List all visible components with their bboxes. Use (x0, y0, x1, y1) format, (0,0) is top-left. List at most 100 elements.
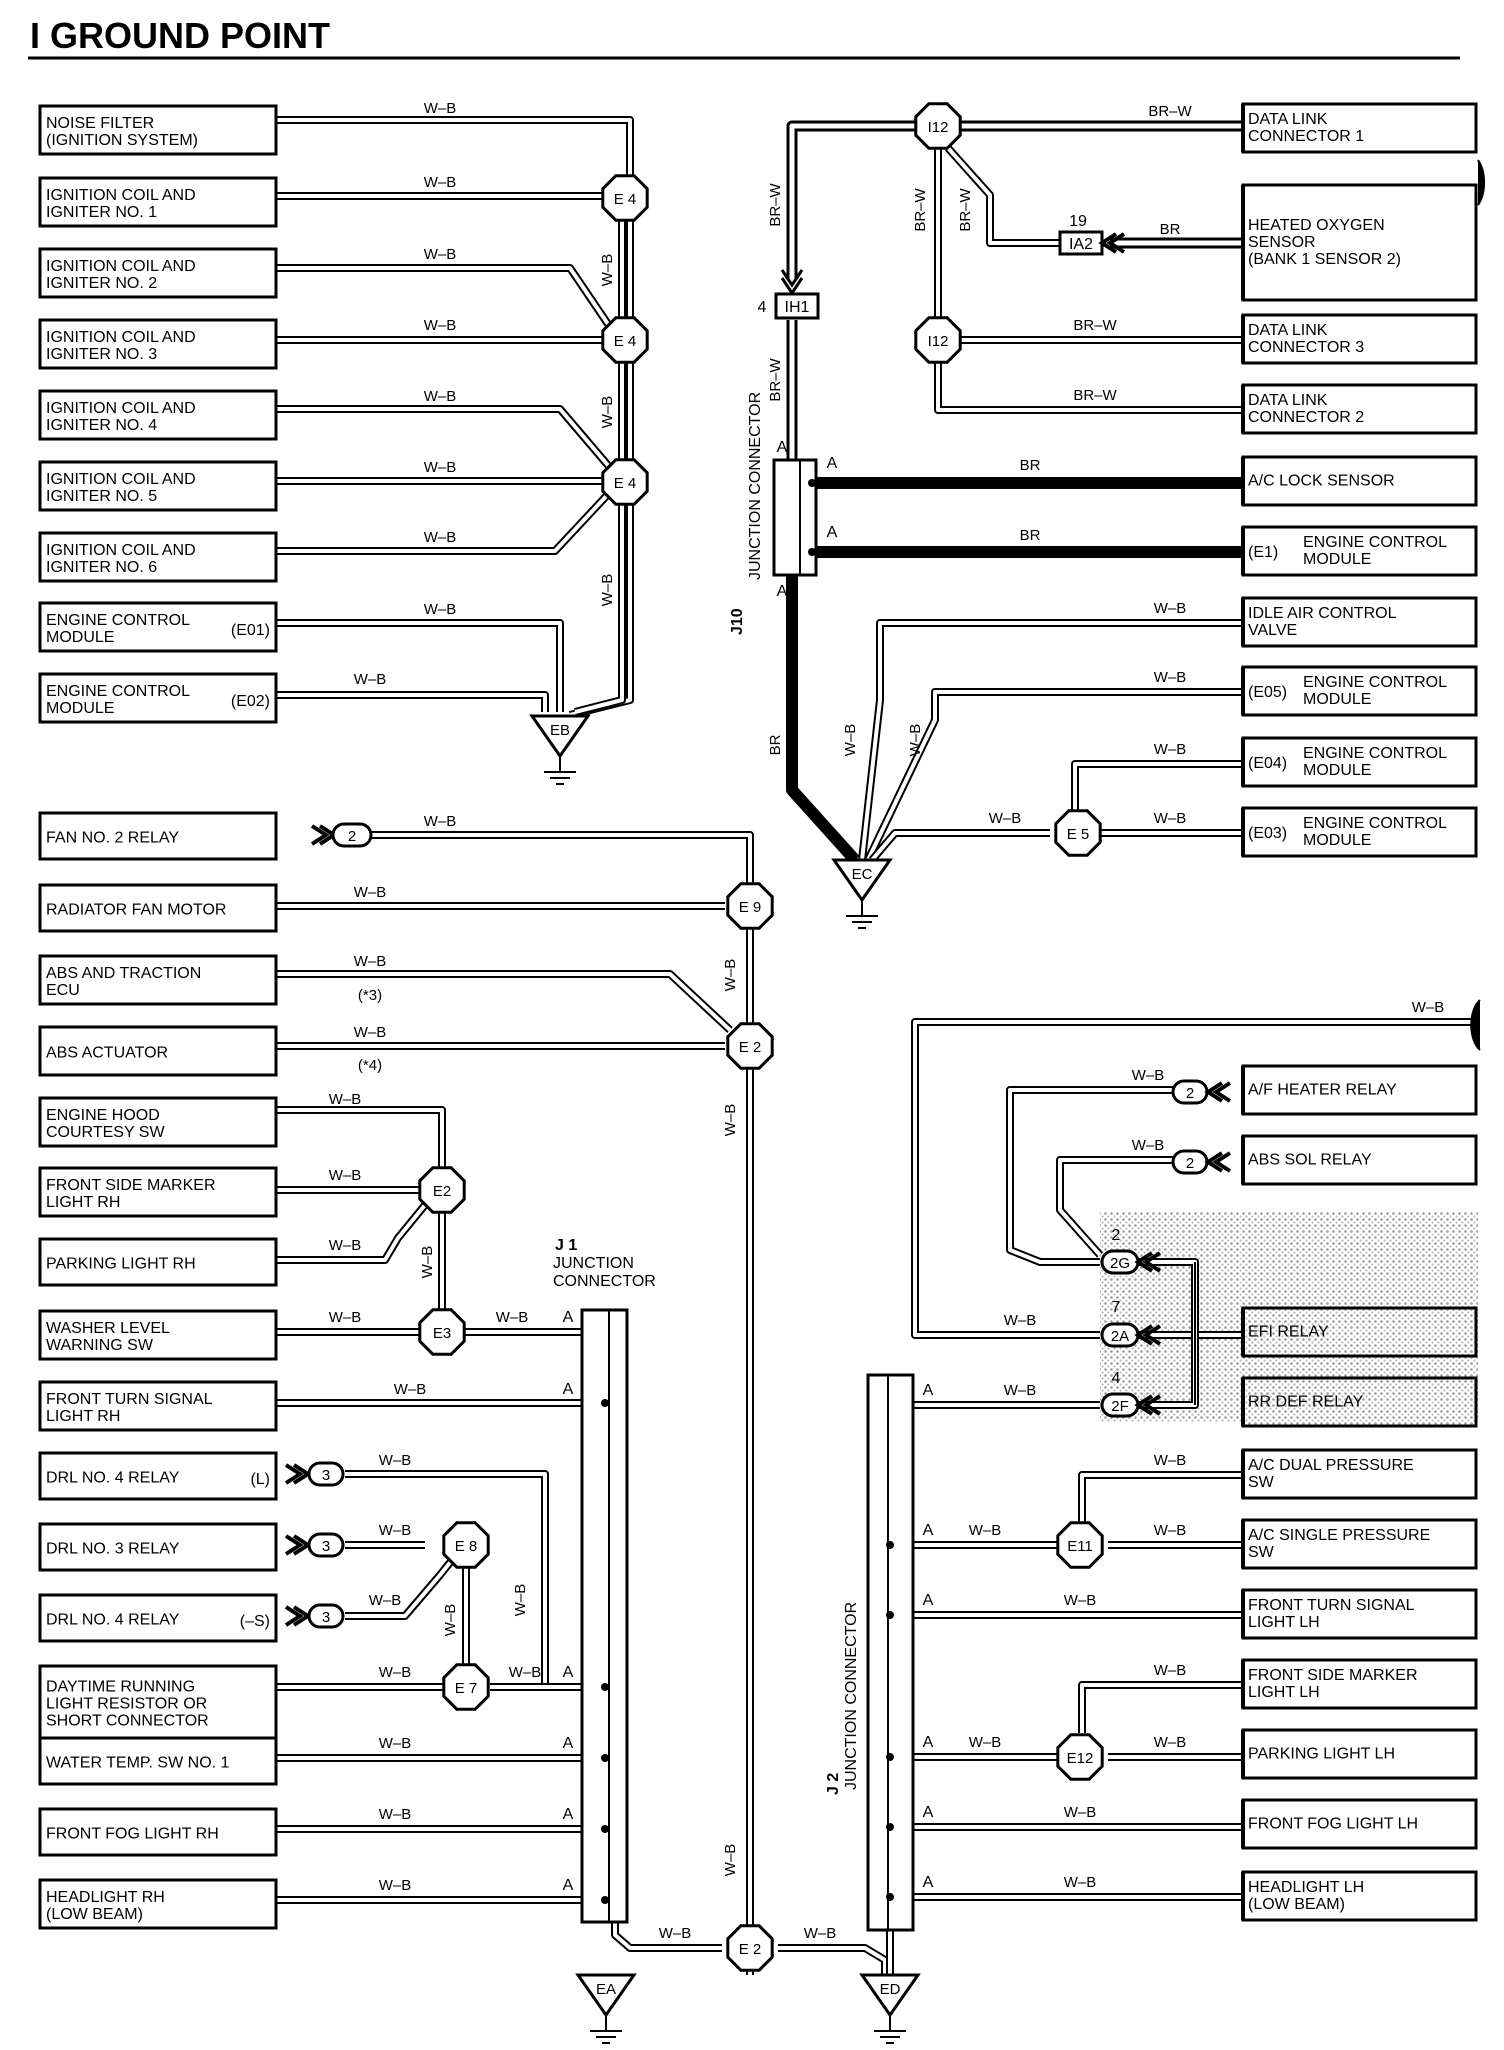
wire-color-label: W–B (424, 246, 457, 263)
wire-color-label: W–B (1154, 600, 1187, 617)
ground-eb: EB (529, 714, 591, 785)
wire-color-label: W–B (354, 884, 387, 901)
wire-color-label: W–B (424, 388, 457, 405)
wire-color-label: W–B (1132, 1137, 1165, 1154)
component-label: MODULE (1303, 832, 1371, 849)
pin-label: (E03) (1248, 825, 1287, 842)
connector-label: IA2 (1069, 236, 1093, 253)
ground-ec: EC (831, 858, 893, 929)
connector-2-afheater: 2 (1171, 1079, 1209, 1105)
wire-e5-ec (868, 829, 1050, 863)
junction-j10-label: JUNCTION CONNECTOR (747, 392, 764, 580)
component-label: IGNITION COIL AND (46, 187, 196, 204)
connector-label: IH1 (785, 299, 810, 316)
wire-color-label: W–B (969, 1734, 1002, 1751)
wire-drl4s (345, 1557, 456, 1620)
component-label: CONNECTOR 2 (1248, 409, 1364, 426)
splice-label: E 9 (739, 899, 762, 916)
wire-coil2 (276, 264, 616, 333)
component-label: WARNING SW (46, 1337, 154, 1354)
component-label: WATER TEMP. SW NO. 1 (46, 1755, 230, 1772)
wire-j10-ec (786, 575, 860, 865)
wire-abssol (1056, 1156, 1180, 1258)
splice-label: E 4 (614, 191, 637, 208)
component-label: IGNITER NO. 4 (46, 417, 157, 434)
junction-j2-id: J 2 (825, 1773, 842, 1795)
wire-abs-ecu (276, 970, 733, 1033)
wire-ecm-e04 (1071, 760, 1243, 812)
component-label: HEATED OXYGEN (1248, 217, 1385, 234)
splice-label: E2 (433, 1183, 451, 1200)
pin-label: (E05) (1248, 684, 1287, 701)
connector-label: 2F (1111, 1398, 1129, 1415)
component-label: ABS SOL RELAY (1248, 1152, 1372, 1169)
wire-color-label: W–B (329, 1091, 362, 1108)
junction-j1 (580, 1308, 629, 1924)
wire-color-label: W–B (969, 1522, 1002, 1539)
junction-j10 (772, 458, 818, 577)
wire-color-label: W–B (599, 574, 616, 607)
splice-label: E 4 (614, 475, 637, 492)
wire-color-label: W–B (1412, 999, 1445, 1016)
wire-color-label: BR–W (957, 187, 974, 231)
ground-ea: EA (575, 1973, 637, 2044)
component-label: (LOW BEAM) (46, 1906, 143, 1923)
pin-a: A (923, 1382, 934, 1399)
wire-ecm-e01 (276, 619, 564, 712)
component-label: (IGNITION SYSTEM) (46, 132, 198, 149)
component-label: LIGHT LH (1248, 1684, 1320, 1701)
wire-color-label: W–B (329, 1237, 362, 1254)
splice-label: E 7 (455, 1680, 478, 1697)
splice-label: E3 (433, 1325, 451, 1342)
component-label: PARKING LIGHT LH (1248, 1746, 1395, 1763)
wire-color-label: W–B (379, 1877, 412, 1894)
component-label: MODULE (46, 629, 114, 646)
wire-labels: W–B W–B W–B W–B W–B W–B W–B W–B W–B W–B W–B W–B W–B W… (329, 100, 1445, 1942)
wire-color-label: BR (767, 734, 784, 755)
component-label: FRONT FOG LIGHT LH (1248, 1816, 1418, 1833)
wire-color-label: W–B (1154, 1452, 1187, 1469)
component-box-abs-actuator: ABS ACTUATOR (38, 1025, 278, 1077)
connector-ih1 (774, 292, 820, 320)
wire-color-label: W–B (722, 959, 739, 992)
component-label: FRONT FOG LIGHT RH (46, 1826, 219, 1843)
component-label: IGNITER NO. 1 (46, 204, 157, 221)
component-label: A/F HEATER RELAY (1248, 1082, 1397, 1099)
component-label: DRL NO. 4 RELAY (46, 1612, 180, 1629)
component-label: DATA LINK (1248, 322, 1328, 339)
connector-label: 2 (348, 828, 356, 845)
connector-label: 3 (322, 1609, 330, 1626)
connector-2-fan: 2 (331, 822, 373, 848)
component-label: ENGINE CONTROL (46, 683, 190, 700)
component-label: DRL NO. 4 RELAY (46, 1470, 180, 1487)
pin-a: A (563, 1806, 574, 1823)
pin-a: A (563, 1735, 574, 1752)
wire-color-label: W–B (1064, 1592, 1097, 1609)
component-label: IGNITION COIL AND (46, 471, 196, 488)
pin-number: 19 (1069, 213, 1087, 230)
junction-j10-id: J10 (729, 608, 746, 635)
component-label: FRONT TURN SIGNAL (1248, 1597, 1415, 1614)
pin-a: A (923, 1592, 934, 1609)
pin-a: A (923, 1804, 934, 1821)
component-label: A/C SINGLE PRESSURE (1248, 1527, 1430, 1544)
wire-ecm-e02 (276, 691, 549, 712)
wire-color-label: W–B (424, 100, 457, 117)
connector-label: 2 (1186, 1085, 1194, 1102)
component-box-af-heater: A/F HEATER RELAY (1241, 1064, 1478, 1116)
wire-color-label: W–B (722, 1844, 739, 1877)
wire-coil4 (276, 405, 616, 473)
splice-e4-lower: E 4 (601, 458, 649, 506)
wire-color-label: W–B (419, 1246, 436, 1279)
connector-label: 2 (1186, 1155, 1194, 1172)
splice-e5: E 5 (1054, 809, 1102, 857)
